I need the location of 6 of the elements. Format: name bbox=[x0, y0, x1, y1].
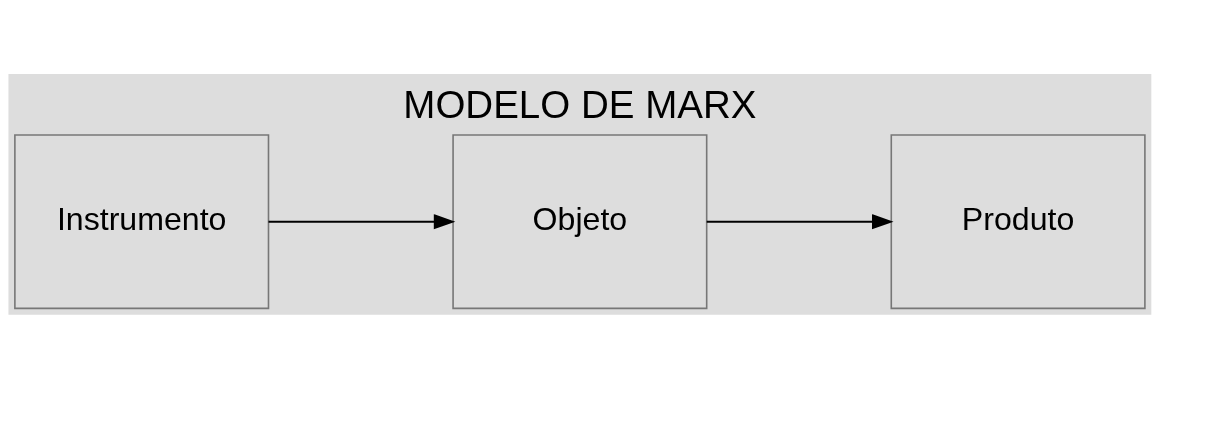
node-box: Instrumento bbox=[14, 133, 270, 309]
node-box: Produto bbox=[890, 133, 1146, 309]
diagram-title: MODELO DE MARX bbox=[403, 82, 757, 126]
arrow bbox=[705, 213, 894, 229]
arrow bbox=[267, 213, 456, 229]
node-box: Objeto bbox=[452, 133, 708, 309]
